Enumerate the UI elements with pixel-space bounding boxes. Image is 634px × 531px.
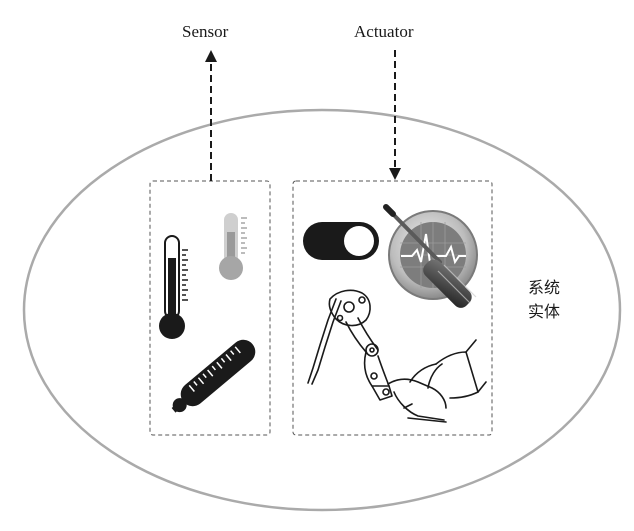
actuator-arrow: [389, 50, 401, 180]
toggle-switch-icon: [303, 222, 379, 260]
clinical-thermometer-icon: [171, 339, 256, 413]
sensor-arrow: [205, 50, 217, 181]
screwdriver-icon: [383, 204, 477, 308]
exoskeleton-leg-icon: [307, 289, 487, 423]
system-entity-label-line1: 系统: [528, 278, 561, 297]
sensor-label: Sensor: [182, 22, 229, 41]
system-entity-label-line2: 实体: [528, 302, 561, 321]
thermometer-dark-icon: [159, 235, 188, 339]
monitor-screwdriver-icon: [383, 204, 478, 308]
actuator-label: Actuator: [354, 22, 414, 41]
actuator-box: [292, 180, 493, 436]
thermometer-gray-icon: [219, 213, 247, 280]
system-entity-label: 系统 实体: [528, 276, 568, 324]
system-entity-ellipse: [22, 108, 622, 512]
